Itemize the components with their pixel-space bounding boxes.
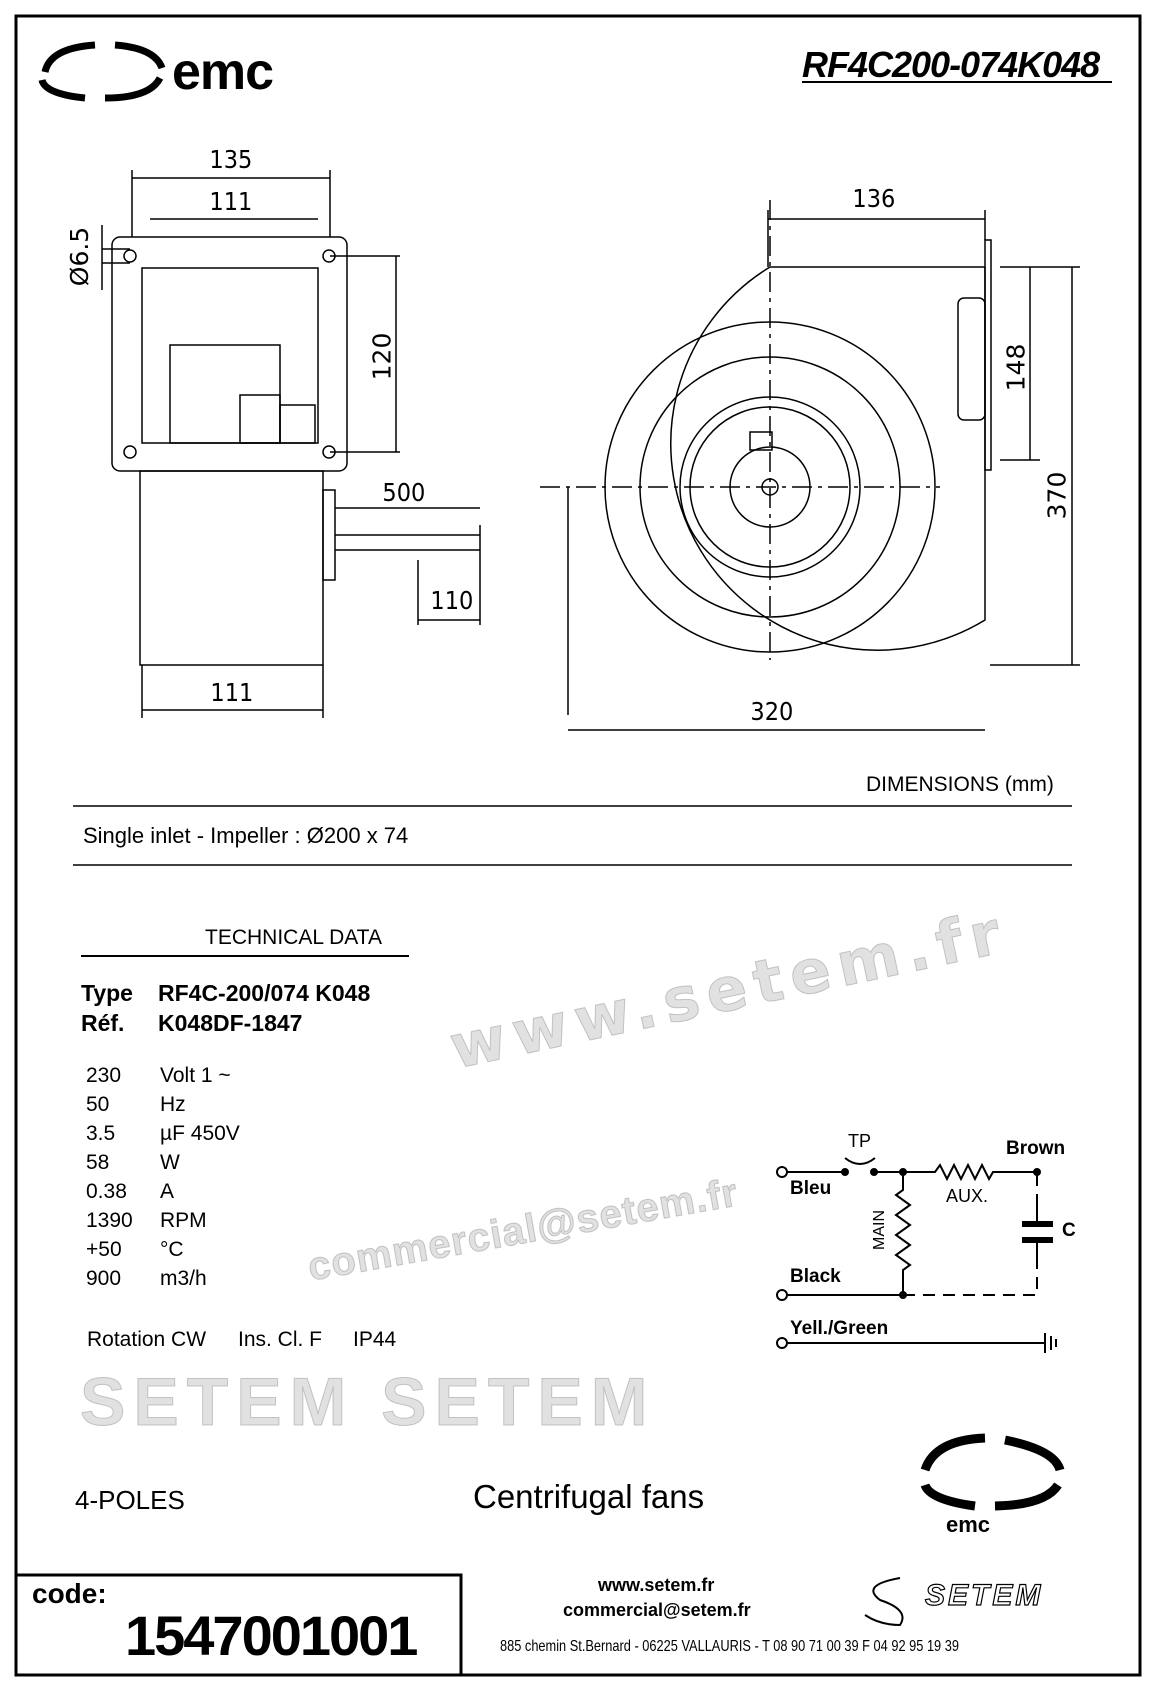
ref-label: Réf.: [81, 1010, 125, 1036]
technical-data-title: TECHNICAL DATA: [205, 926, 382, 949]
email-link[interactable]: commercial@setem.fr: [563, 1600, 751, 1620]
spec-value: 1390: [86, 1209, 133, 1232]
spec-value: 0.38: [86, 1180, 127, 1203]
type-value: RF4C-200/074 K048: [158, 980, 371, 1006]
wiring-diagram: [776, 1157, 1057, 1353]
code-box: [14, 1573, 463, 1677]
dim-hole-diameter: Ø6.5: [65, 226, 95, 287]
spec-value: 900: [86, 1267, 122, 1290]
poles: 4-POLES: [75, 1485, 185, 1515]
setem-logo-text: SETEM: [924, 1578, 1044, 1612]
spec-unit: Volt 1 ~: [160, 1064, 231, 1087]
dim-total-height: 370: [1042, 471, 1072, 520]
circuit-label-bleu: Bleu: [790, 1178, 832, 1199]
product-code: 1547001001: [125, 1604, 418, 1667]
spec-value: 50: [86, 1093, 110, 1116]
category-title: Centrifugal fans: [473, 1478, 705, 1515]
spec-value: 3.5: [86, 1122, 116, 1145]
dim-total-width: 320: [750, 697, 794, 726]
emc-logo-swirl-icon: [38, 41, 166, 102]
insulation-class: Ins. Cl. F: [238, 1328, 323, 1351]
spec-unit: µF 450V: [160, 1122, 240, 1145]
address: 885 chemin St.Bernard - 06225 VALLAURIS …: [500, 1638, 959, 1655]
watermark-brand: SETEM SETEM: [79, 1364, 656, 1440]
dim-cable-strip: 110: [430, 586, 474, 615]
circuit-label-main: MAIN: [871, 1210, 888, 1250]
dimensions-title: DIMENSIONS (mm): [866, 773, 1054, 796]
dim-body-width: 111: [210, 678, 254, 707]
rotation: Rotation CW: [87, 1328, 207, 1351]
circuit-label-earth: Yell./Green: [790, 1318, 889, 1339]
website-link[interactable]: www.setem.fr: [598, 1575, 715, 1595]
circuit-label-black: Black: [790, 1266, 841, 1287]
circuit-label-aux: AUX.: [946, 1186, 989, 1206]
code-label: code:: [32, 1578, 107, 1609]
spec-unit: Hz: [160, 1093, 186, 1116]
ip-rating: IP44: [353, 1328, 397, 1351]
dim-cable-length: 500: [382, 478, 426, 507]
dim-outlet-depth: 136: [852, 184, 896, 213]
emc-logo-bottom-icon: [920, 1433, 1065, 1511]
spec-unit: RPM: [160, 1209, 207, 1232]
front-view-drawing: [101, 170, 481, 718]
dim-hole-spacing: 111: [209, 187, 253, 216]
spec-value: 58: [86, 1151, 110, 1174]
page-border: [14, 14, 1142, 1677]
spec-unit: m3/h: [160, 1267, 207, 1290]
spec-unit: °C: [160, 1238, 184, 1261]
spec-unit: W: [160, 1151, 180, 1174]
spec-value: +50: [86, 1238, 122, 1261]
setem-logo-icon: [864, 1577, 904, 1627]
dim-flange-width: 135: [209, 145, 253, 174]
circuit-label-brown: Brown: [1006, 1138, 1066, 1159]
side-view-drawing: [540, 200, 1080, 731]
circuit-label-tp: TP: [848, 1131, 872, 1151]
ref-value: K048DF-1847: [158, 1010, 303, 1036]
emc-logo-text: emc: [172, 43, 274, 101]
model-title: RF4C200-074K048: [802, 44, 1100, 85]
circuit-label-capacitor: C: [1062, 1220, 1076, 1241]
type-label: Type: [81, 980, 133, 1006]
spec-value: 230: [86, 1064, 122, 1087]
dim-vertical-spacing: 120: [367, 332, 397, 381]
dim-outlet-height: 148: [1001, 343, 1031, 392]
spec-unit: A: [160, 1180, 175, 1203]
emc-logo-bottom-text: emc: [946, 1512, 991, 1537]
description: Single inlet - Impeller : Ø200 x 74: [83, 823, 409, 848]
